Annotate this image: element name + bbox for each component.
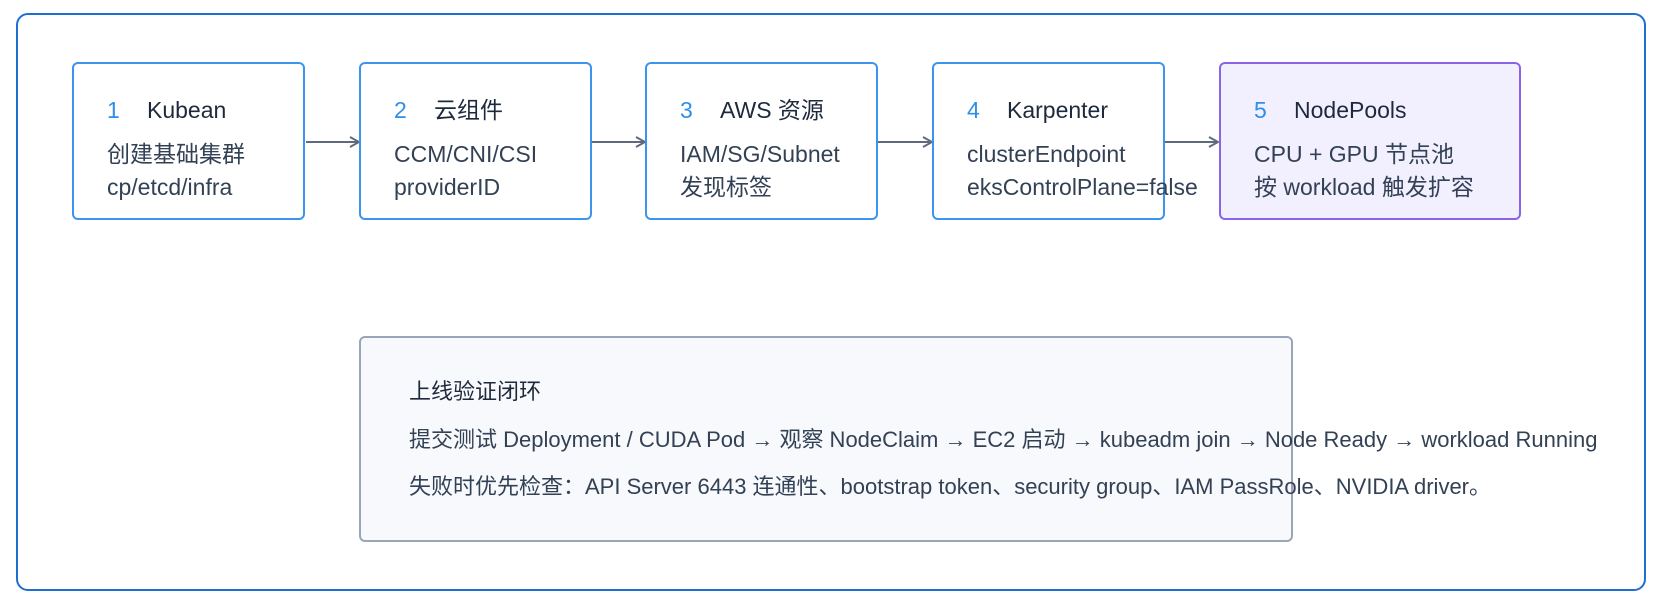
step-title: 云组件 <box>434 97 503 123</box>
step-nodepools: 5 NodePools CPU + GPU 节点池 按 workload 触发扩容 <box>1219 62 1521 220</box>
step-cloud-components: 2 云组件 CCM/CNI/CSI providerID <box>359 62 592 220</box>
step-title: AWS 资源 <box>720 97 824 123</box>
step-detail: IAM/SG/Subnet <box>680 141 840 167</box>
step-header: 2 云组件 <box>394 94 503 127</box>
verification-title: 上线验证闭环 <box>409 379 542 404</box>
step-detail: cp/etcd/infra <box>107 174 233 200</box>
verification-troubleshooting: 失败时优先检查：API Server 6443 连通性、bootstrap to… <box>409 474 1492 499</box>
step-detail: clusterEndpoint <box>967 141 1126 167</box>
step-title: NodePools <box>1294 97 1407 123</box>
step-number: 3 <box>680 97 693 123</box>
diagram-frame <box>16 13 1646 591</box>
step-detail: CCM/CNI/CSI <box>394 141 538 167</box>
step-title: Karpenter <box>1007 97 1109 123</box>
step-header: 5 NodePools <box>1254 94 1407 127</box>
step-aws-resources: 3 AWS 资源 IAM/SG/Subnet 发现标签 <box>645 62 878 220</box>
verification-flow: 提交测试 Deployment / CUDA Pod → 观察 NodeClai… <box>409 427 1598 452</box>
step-kubean: 1 Kubean 创建基础集群 cp/etcd/infra <box>72 62 305 220</box>
step-karpenter: 4 Karpenter clusterEndpoint eksControlPla… <box>932 62 1198 220</box>
step-number: 1 <box>107 97 120 123</box>
step-title: Kubean <box>147 97 227 123</box>
step-number: 2 <box>394 97 407 123</box>
step-number: 5 <box>1254 97 1267 123</box>
step-header: 1 Kubean <box>107 94 226 127</box>
step-detail: 发现标签 <box>680 174 772 200</box>
step-number: 4 <box>967 97 980 123</box>
step-detail: eksControlPlane=false <box>967 174 1198 200</box>
step-detail: 按 workload 触发扩容 <box>1254 174 1474 200</box>
step-detail: providerID <box>394 174 501 200</box>
verification-loop-box: 上线验证闭环 提交测试 Deployment / CUDA Pod → 观察 N… <box>359 336 1597 542</box>
step-detail: 创建基础集群 <box>107 141 245 167</box>
step-detail: CPU + GPU 节点池 <box>1254 141 1455 167</box>
step-header: 4 Karpenter <box>967 94 1108 127</box>
step-header: 3 AWS 资源 <box>680 94 824 127</box>
